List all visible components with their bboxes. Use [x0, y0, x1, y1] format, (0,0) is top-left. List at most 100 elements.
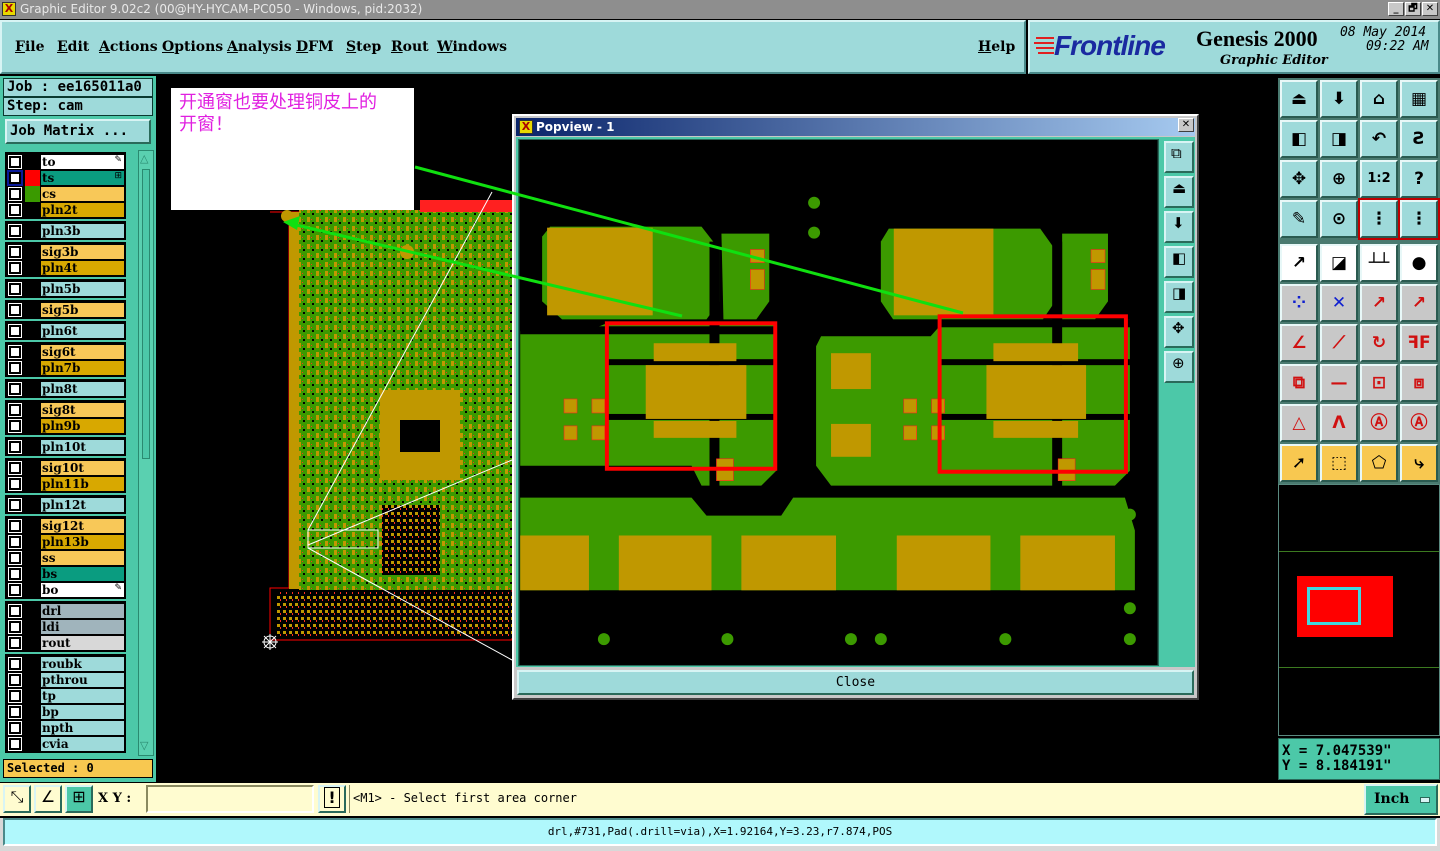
- layer-color-swatch[interactable]: [25, 672, 40, 688]
- layer-color-swatch[interactable]: [25, 476, 40, 492]
- layer-name[interactable]: npth: [41, 721, 124, 735]
- layer-row[interactable]: pln4t: [7, 260, 124, 276]
- menu-step[interactable]: Step: [346, 39, 382, 55]
- layer-row[interactable]: pln11b: [7, 476, 124, 492]
- layer-row[interactable]: sig3b: [7, 244, 124, 260]
- route-select-button[interactable]: ⤷: [1400, 444, 1438, 482]
- layer-color-swatch[interactable]: [25, 381, 40, 397]
- layer-color-swatch[interactable]: [25, 186, 40, 202]
- close-window-button[interactable]: ✕: [1422, 2, 1438, 16]
- menu-edit[interactable]: Edit: [57, 39, 90, 55]
- copy-button[interactable]: ↗: [1400, 284, 1438, 322]
- move-button[interactable]: ↗: [1360, 284, 1398, 322]
- popview-pan-left-button[interactable]: ◧: [1164, 246, 1194, 278]
- layer-row[interactable]: pln3b: [7, 223, 124, 239]
- pan-down-button[interactable]: ⬇: [1320, 80, 1358, 118]
- popview-zoom-fit-button[interactable]: ⊕: [1164, 351, 1194, 383]
- popview-zoom-previous-button[interactable]: ⧉: [1164, 141, 1194, 173]
- layer-name[interactable]: ss: [41, 551, 124, 565]
- popview-title-bar[interactable]: X Popview - 1: [516, 118, 1195, 136]
- layer-name[interactable]: pln4t: [41, 261, 124, 275]
- spacing-button[interactable]: ⊡: [1360, 364, 1398, 402]
- layer-color-swatch[interactable]: [25, 244, 40, 260]
- layer-name[interactable]: sig12t: [41, 519, 124, 533]
- layer-row[interactable]: pln2t: [7, 202, 124, 218]
- layer-checkbox[interactable]: [8, 477, 22, 491]
- grid-button[interactable]: ⊞: [65, 785, 93, 813]
- layer-row[interactable]: npth: [7, 720, 124, 736]
- layer-row[interactable]: sig10t: [7, 460, 124, 476]
- layer-color-swatch[interactable]: [25, 550, 40, 566]
- scroll-down-icon[interactable]: ▽: [140, 739, 149, 752]
- rotate-button[interactable]: ↻: [1360, 324, 1398, 362]
- layer-checkbox[interactable]: [8, 583, 22, 597]
- menu-rout[interactable]: Rout: [391, 39, 429, 55]
- layer-name[interactable]: drl: [41, 604, 124, 618]
- select-polygon-button[interactable]: ⬠: [1360, 444, 1398, 482]
- ruler-button[interactable]: ┴┴: [1360, 244, 1398, 282]
- layer-checkbox[interactable]: [8, 461, 22, 475]
- popview-pan-right-button[interactable]: ◨: [1164, 281, 1194, 313]
- menu-analysis[interactable]: Analysis: [227, 39, 292, 55]
- layer-row[interactable]: sig8t: [7, 402, 124, 418]
- select-box-button[interactable]: ⬚: [1320, 444, 1358, 482]
- menu-windows[interactable]: Windows: [437, 39, 508, 55]
- layer-color-swatch[interactable]: [25, 497, 40, 513]
- layer-checkbox[interactable]: [8, 403, 22, 417]
- layer-checkbox[interactable]: [8, 737, 22, 751]
- layer-name[interactable]: ldi: [41, 620, 124, 634]
- layer-name[interactable]: ts⊞: [41, 171, 124, 185]
- layer-name[interactable]: pln8t: [41, 382, 124, 396]
- layer-checkbox[interactable]: [8, 324, 22, 338]
- layer-checkbox[interactable]: [8, 345, 22, 359]
- layer-row[interactable]: pln13b: [7, 534, 124, 550]
- layer-checkbox[interactable]: [8, 498, 22, 512]
- zoom-out-button[interactable]: ✥: [1280, 160, 1318, 198]
- layer-name[interactable]: sig5b: [41, 303, 124, 317]
- xy-input[interactable]: [146, 785, 314, 813]
- arch-bar-button[interactable]: Ⓐ: [1400, 404, 1438, 442]
- layer-name[interactable]: bp: [41, 705, 124, 719]
- layer-checkbox[interactable]: [8, 689, 22, 703]
- layer-row[interactable]: pln12t: [7, 497, 124, 513]
- popview-close-button[interactable]: Close: [517, 670, 1194, 695]
- snake-button[interactable]: Ƨ: [1400, 120, 1438, 158]
- layer-checkbox[interactable]: [8, 620, 22, 634]
- layer-color-swatch[interactable]: [25, 518, 40, 534]
- layer-name[interactable]: sig10t: [41, 461, 124, 475]
- layer-color-swatch[interactable]: [25, 603, 40, 619]
- job-matrix-button[interactable]: Job Matrix ...: [5, 119, 151, 144]
- layer-checkbox[interactable]: [8, 245, 22, 259]
- scale-1-2-button[interactable]: 1:2: [1360, 160, 1398, 198]
- layer-name[interactable]: pln3b: [41, 224, 124, 238]
- layer-name[interactable]: to✎: [41, 155, 124, 169]
- layer-checkbox[interactable]: [8, 282, 22, 296]
- layer-checkbox[interactable]: [8, 303, 22, 317]
- layer-row[interactable]: cs: [7, 186, 124, 202]
- layer-color-swatch[interactable]: [25, 223, 40, 239]
- layer-row[interactable]: sig6t: [7, 344, 124, 360]
- layer-name[interactable]: pln6t: [41, 324, 124, 338]
- layer-color-swatch[interactable]: [25, 360, 40, 376]
- grid-xy-button[interactable]: ▦: [1400, 80, 1438, 118]
- layer-row[interactable]: sig12t: [7, 518, 124, 534]
- arc-button[interactable]: Λ: [1320, 404, 1358, 442]
- layer-name[interactable]: roubk: [41, 657, 124, 671]
- layer-color-swatch[interactable]: [25, 736, 40, 752]
- layer-color-swatch[interactable]: [25, 635, 40, 651]
- minimize-button[interactable]: _: [1388, 2, 1404, 16]
- minimap-viewport[interactable]: [1307, 587, 1361, 625]
- delete-button[interactable]: ✕: [1320, 284, 1358, 322]
- layer-color-swatch[interactable]: [25, 260, 40, 276]
- layer-row[interactable]: roubk: [7, 656, 124, 672]
- layer-name[interactable]: pln9b: [41, 419, 124, 433]
- layer-row[interactable]: bs: [7, 566, 124, 582]
- layer-display-2-button[interactable]: ⋮: [1398, 198, 1440, 240]
- layer-checkbox[interactable]: [8, 187, 22, 201]
- layer-scrollbar[interactable]: △ ▽: [138, 150, 154, 756]
- popview-close-icon[interactable]: ✕: [1178, 118, 1194, 132]
- layer-name[interactable]: pln12t: [41, 498, 124, 512]
- menu-help[interactable]: Help: [978, 39, 1016, 55]
- layer-name[interactable]: cvia: [41, 737, 124, 751]
- layer-name[interactable]: pthrou: [41, 673, 124, 687]
